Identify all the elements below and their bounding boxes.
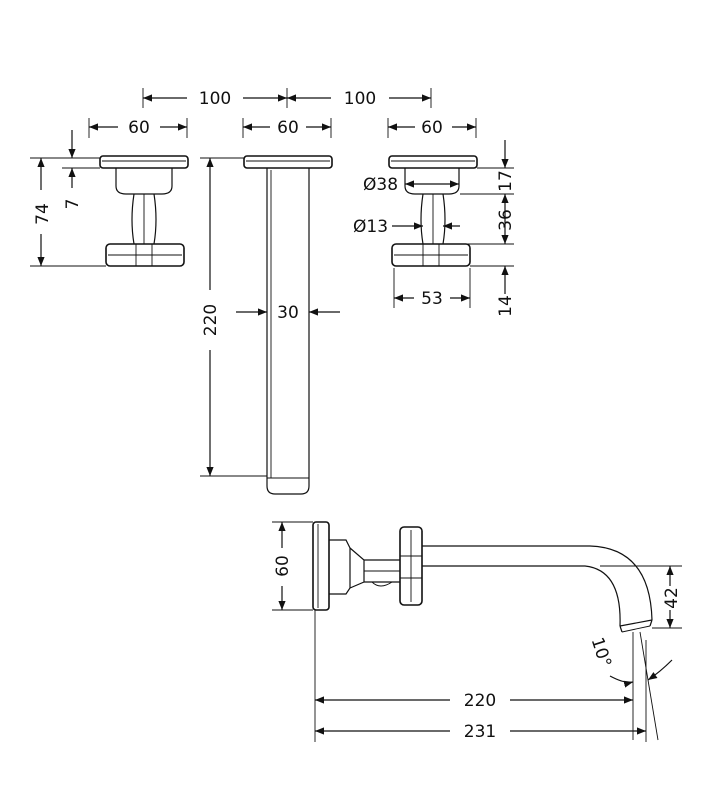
top-spacing-dimensions: 100 100 <box>142 88 432 109</box>
left-handle-front: 60 74 7 <box>30 118 189 267</box>
side-view: 60 42 10° 22 <box>272 521 682 742</box>
dim-60-side: 60 <box>273 555 293 577</box>
dim-14: 14 <box>496 295 516 317</box>
dim-diameter-13: Ø13 <box>353 217 388 237</box>
dim-60-right: 60 <box>421 118 443 138</box>
right-handle-front: 60 Ø38 Ø13 53 17 36 <box>353 118 516 317</box>
dim-angle-10: 10° <box>587 635 615 670</box>
dim-60-left: 60 <box>128 118 150 138</box>
dim-42: 42 <box>662 587 682 609</box>
dim-220-vertical: 220 <box>201 304 221 336</box>
dim-74: 74 <box>33 203 53 225</box>
dim-17: 17 <box>496 170 516 192</box>
dim-100-right: 100 <box>344 89 376 109</box>
dim-220-horizontal: 220 <box>464 691 496 711</box>
dim-7: 7 <box>63 199 83 210</box>
dim-100-left: 100 <box>199 89 231 109</box>
dim-53: 53 <box>421 289 443 309</box>
dim-36: 36 <box>496 209 516 231</box>
dim-diameter-38: Ø38 <box>363 175 398 195</box>
dim-231: 231 <box>464 722 496 742</box>
dim-60-center: 60 <box>277 118 299 138</box>
spout-front: 60 30 220 <box>200 118 340 495</box>
dim-30: 30 <box>277 303 299 323</box>
